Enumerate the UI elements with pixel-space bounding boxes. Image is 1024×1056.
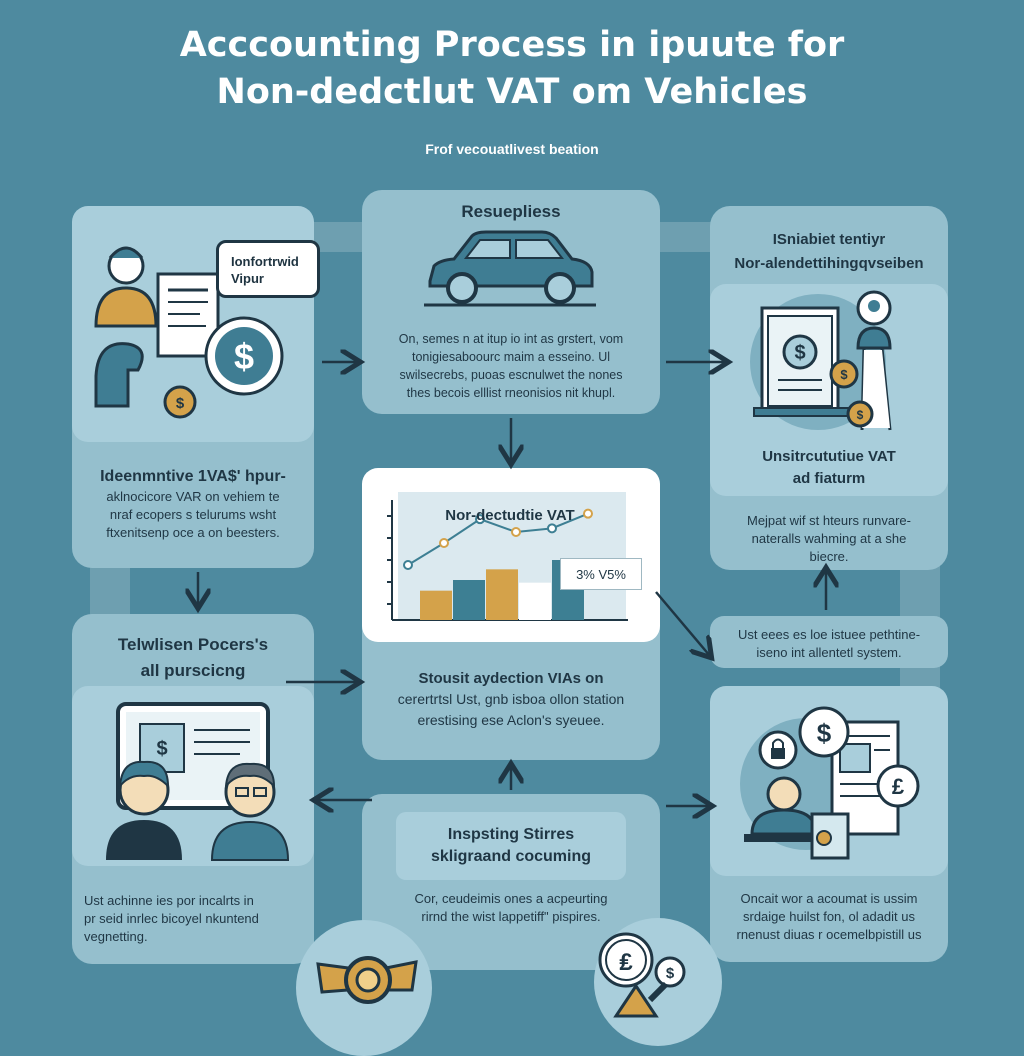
inspecting-heading: Inspsting Stirres skligraand cocuming <box>430 826 592 865</box>
establish-heading: ISniabiet tentiyr Nor-alendettihingqvsei… <box>734 231 924 272</box>
page-subtitle: Frof vecouatlivest beation <box>425 141 599 157</box>
chart-point <box>475 514 485 525</box>
svg-text:$: $ <box>156 738 167 760</box>
chart-point <box>403 560 413 570</box>
inspecting-heading-panel <box>396 812 626 880</box>
establish-text: Mejpat wif st hteurs runvare- nateralls … <box>746 513 911 564</box>
svg-text:$: $ <box>666 965 675 982</box>
inspecting-text: Cor, ceudeimis ones a acpeurting rirnd t… <box>414 891 608 924</box>
establish-subheading: Unsitrcututiue VAT ad fiaturm <box>762 448 896 487</box>
svg-text:£: £ <box>892 774 905 799</box>
svg-text:$: $ <box>817 718 832 748</box>
accountant-icon: $ £ <box>740 706 920 860</box>
chart-bar <box>453 580 485 620</box>
chart-point <box>583 508 593 519</box>
chart-line-series <box>407 512 589 566</box>
card-allocate-system <box>710 616 948 668</box>
allocate-text: Ust eees es loe istuee pethtine- iseno i… <box>737 627 921 660</box>
svg-text:$: $ <box>794 342 805 364</box>
team-meeting-icon: $ <box>106 702 290 861</box>
chart-caption: Stousit aydection VIAs on cerertrtsl Ust… <box>397 670 625 728</box>
person-invoice-icon: $ $ <box>94 246 284 419</box>
vat-chart <box>387 492 628 621</box>
chart-point <box>439 538 449 548</box>
flow-arrows <box>0 0 1024 1024</box>
coin-roll-icon <box>316 956 418 1004</box>
svg-text:$: $ <box>176 395 185 412</box>
chart-point <box>547 523 557 534</box>
chart-point <box>511 527 521 537</box>
chart-title: Nor-dectudtie VAT <box>445 507 575 524</box>
svg-text:$: $ <box>840 367 848 382</box>
process-text: Ust achinne ies por incalrts in pr seid … <box>84 893 259 944</box>
record-text: Oncait wor a acoumat is ussim srdaige hu… <box>736 891 922 942</box>
vehicle-heading: Resuepliess <box>461 202 561 221</box>
car-icon <box>424 230 596 307</box>
svg-text:₤: ₤ <box>619 949 633 976</box>
info-bubble: Ionfortrwid Vipur <box>216 240 320 298</box>
document-coins-icon: $ $ $ <box>750 290 892 431</box>
vehicle-text: On, semes n at itup io int as grstert, v… <box>398 332 624 400</box>
chart-bar <box>486 569 518 620</box>
process-heading: Telwlisen Pocers's all purscicng <box>117 635 269 680</box>
coins-icon: ₤ $ <box>598 932 686 1018</box>
svg-text:$: $ <box>857 408 864 422</box>
identify-text: Ideenmntive 1VA$' hpur- aklnocicore VAR … <box>100 468 286 540</box>
chart-percent-label: 3% V5% <box>560 558 642 590</box>
chart-bar <box>519 582 551 620</box>
arrow-chart-to-allocate <box>655 591 710 656</box>
page-title: Acccounting Process in ipuute for Non-de… <box>179 25 845 112</box>
svg-text:$: $ <box>234 336 254 377</box>
chart-bar <box>420 590 452 620</box>
card-vehicle-purchase <box>362 190 660 414</box>
